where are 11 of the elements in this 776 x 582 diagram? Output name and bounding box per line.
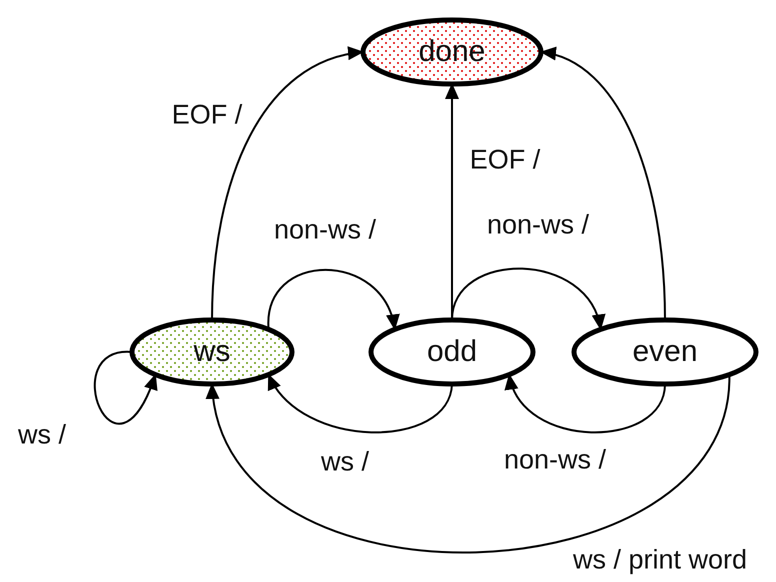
- state-name: ws: [194, 335, 230, 369]
- transition-arrow: [268, 374, 453, 434]
- state-name: odd: [426, 335, 478, 369]
- transition-arrow: [94, 351, 156, 424]
- state-ellipse: [129, 317, 295, 387]
- state-ellipse: [571, 317, 759, 387]
- state-ellipse: [368, 317, 536, 387]
- state-name: even: [632, 335, 698, 369]
- transition-arrow: [507, 374, 666, 434]
- state-ellipse: [360, 17, 544, 87]
- state-name: done: [418, 35, 486, 69]
